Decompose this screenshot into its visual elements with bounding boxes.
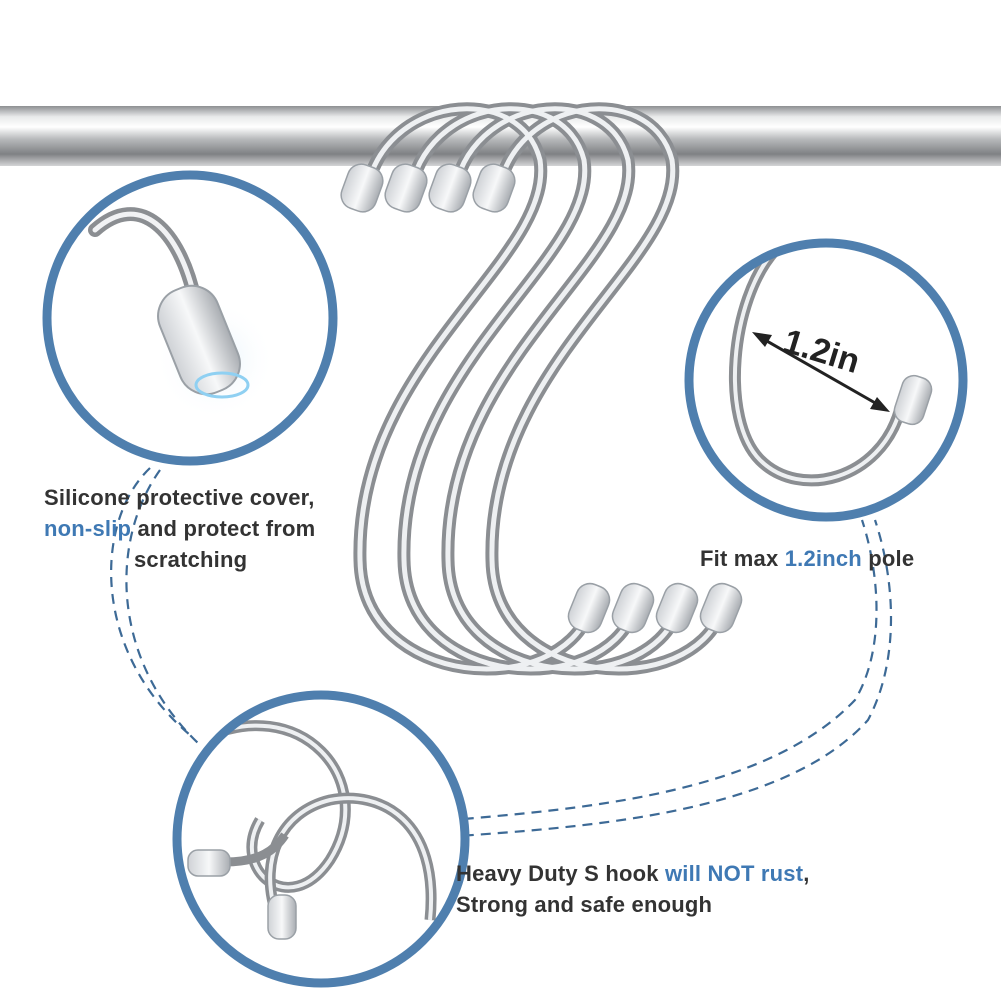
caption-silicone-line2: non-slip and protect from <box>44 513 374 544</box>
caption-fit-pole: Fit max 1.2inch pole <box>700 543 1000 574</box>
caption-silicone-cover: Silicone protective cover, non-slip and … <box>44 482 374 575</box>
caption-heavy-line1: Heavy Duty S hook will NOT rust, <box>456 858 876 889</box>
caption-heavy-suffix: , <box>803 861 810 886</box>
caption-silicone-line2-rest: and protect from <box>131 516 316 541</box>
silicone-caps <box>340 163 743 634</box>
caption-fit-suffix: pole <box>861 546 915 571</box>
caption-heavy-duty: Heavy Duty S hook will NOT rust, Strong … <box>456 858 876 920</box>
caption-fit-prefix: Fit max <box>700 546 785 571</box>
caption-silicone-accent: non-slip <box>44 516 132 541</box>
caption-heavy-prefix: Heavy Duty S hook <box>456 861 665 886</box>
caption-heavy-accent: will NOT rust <box>665 861 804 886</box>
caption-silicone-line1: Silicone protective cover, <box>44 485 315 510</box>
detail-circle-hook-size <box>684 238 968 522</box>
caption-silicone-line3: scratching <box>134 547 248 572</box>
caption-fit-accent: 1.2inch <box>784 546 862 571</box>
detail-circle-silicone-cap <box>42 170 338 466</box>
detail-circle-linked-hooks <box>172 690 470 988</box>
s-hooks <box>353 102 729 676</box>
dashed-connectors <box>110 467 893 840</box>
caption-heavy-line2: Strong and safe enough <box>456 892 713 917</box>
